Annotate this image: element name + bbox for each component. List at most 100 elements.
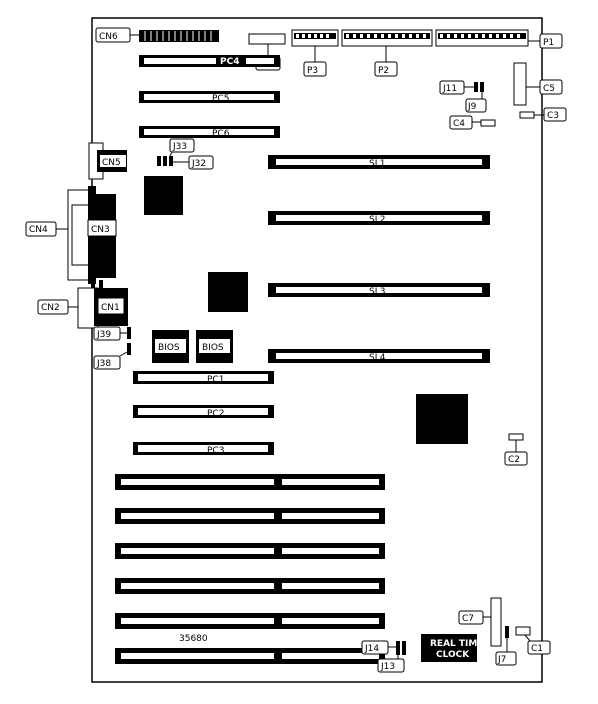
- isa-slot-5: [115, 613, 385, 629]
- isa-slot-1: [115, 474, 385, 490]
- pc2-slot: PC2: [133, 405, 274, 419]
- c7-callout: C7: [458, 610, 491, 625]
- c5-component: [513, 62, 527, 106]
- isa-slot-6: [115, 648, 385, 664]
- p3-connector: [291, 29, 339, 47]
- isa-slot-3: [115, 543, 385, 559]
- pc3-slot: PC3: [133, 442, 274, 456]
- cn5-label: CN5: [102, 158, 121, 168]
- c3-callout: C3: [534, 107, 567, 122]
- cn6-label: CN6: [99, 32, 118, 42]
- pc6-slot: PC6: [139, 126, 280, 139]
- j39-label: J39: [96, 330, 111, 340]
- j39-callout: J39: [93, 326, 127, 341]
- rtc-label-line2: CLOCK: [436, 650, 470, 660]
- isa-slot-2: [115, 508, 385, 524]
- pc5-label: PC5: [212, 94, 229, 104]
- j33-label: J33: [172, 142, 187, 152]
- board-outline: [91, 17, 543, 683]
- cn6-callout: CN6: [95, 27, 139, 43]
- cn2-label: CN2: [41, 303, 60, 313]
- cn3-connector: CN3: [67, 186, 117, 284]
- sl4-slot: SL4: [268, 349, 490, 363]
- j14-jumper: [396, 641, 406, 655]
- cn4-label: CN4: [29, 225, 48, 235]
- bios-chip-2: BIOS: [196, 330, 233, 363]
- j11-callout: J11: [439, 80, 474, 95]
- c7-label: C7: [462, 614, 474, 624]
- cn6-connector: [139, 30, 219, 42]
- bios-chip-1: BIOS: [152, 330, 189, 363]
- c1-callout: C1: [524, 634, 551, 655]
- sl3-slot: SL3: [268, 283, 490, 297]
- j33-callout: J33: [169, 138, 195, 157]
- isa-slot-4: [115, 578, 385, 594]
- c4-label: C4: [453, 119, 465, 129]
- j13-label: J13: [380, 662, 395, 672]
- chip-middle: [208, 272, 248, 312]
- j39-jumper: [127, 327, 131, 339]
- j7-jumper: [505, 626, 509, 638]
- p2-label: P2: [378, 66, 389, 76]
- sl2-label: SL2: [369, 215, 385, 225]
- sl2-slot: SL2: [268, 211, 490, 225]
- c3-label: C3: [547, 111, 559, 121]
- pc1-label: PC1: [207, 375, 224, 385]
- sl1-slot: SL1: [268, 155, 490, 169]
- j9-callout: J9: [465, 92, 487, 113]
- j11-label: J11: [442, 84, 457, 94]
- pc3-label: PC3: [207, 446, 224, 456]
- c8-component: [248, 33, 286, 45]
- bios-label-1: BIOS: [158, 343, 180, 353]
- c2-callout: C2: [504, 440, 528, 466]
- c2-label: C2: [508, 455, 520, 465]
- p1-callout: P1: [528, 33, 563, 49]
- sl3-label: SL3: [369, 287, 385, 297]
- cn3-label: CN3: [91, 225, 110, 235]
- sl1-label: SL1: [369, 159, 385, 169]
- cn4-callout: CN4: [25, 221, 68, 237]
- j14-callout: J14: [361, 640, 396, 655]
- cn2-callout: CN2: [37, 299, 78, 315]
- j11-jumper: [474, 82, 484, 92]
- c1-label: C1: [531, 644, 543, 654]
- pc4-slot: PC4: [139, 55, 280, 67]
- j32-callout: J32: [173, 155, 214, 170]
- j14-label: J14: [364, 644, 379, 654]
- pc6-label: PC6: [212, 129, 230, 139]
- p2-callout: P2: [374, 46, 398, 77]
- j32-jumper: [157, 156, 173, 166]
- c4-component: [480, 119, 496, 127]
- c1-component: [515, 626, 531, 636]
- p1-label: P1: [543, 38, 554, 48]
- chip-cpu-area: [416, 394, 468, 444]
- c5-label: C5: [543, 84, 555, 94]
- pc1-slot: PC1: [133, 371, 274, 385]
- p2-connector: [341, 29, 433, 47]
- j32-label: J32: [191, 159, 206, 169]
- j13-callout: J13: [377, 655, 405, 673]
- cn1-label: CN1: [101, 303, 120, 313]
- c4-callout: C4: [449, 115, 481, 130]
- p1-connector: [435, 29, 529, 47]
- j7-label: J7: [497, 655, 506, 665]
- sl4-label: SL4: [369, 353, 386, 363]
- j38-callout: J38: [93, 351, 128, 370]
- cn1-connector: CN1: [77, 280, 128, 329]
- real-time-clock-chip: REAL TIME CLOCK: [421, 634, 484, 662]
- p3-label: P3: [307, 66, 318, 76]
- pc2-label: PC2: [207, 409, 224, 419]
- rtc-label-line1: REAL TIME: [430, 639, 484, 649]
- c5-callout: C5: [526, 79, 563, 95]
- chip-large-top-left: [144, 176, 183, 215]
- pc5-slot: PC5: [139, 91, 280, 104]
- c7-component: [490, 597, 502, 647]
- j38-label: J38: [96, 359, 111, 369]
- c2-component: [508, 433, 524, 441]
- j38-jumper: [127, 343, 131, 355]
- pc4-label: PC4: [220, 57, 239, 67]
- j9-label: J9: [467, 102, 477, 112]
- bios-label-2: BIOS: [202, 343, 224, 353]
- board-number: 35680: [179, 634, 208, 644]
